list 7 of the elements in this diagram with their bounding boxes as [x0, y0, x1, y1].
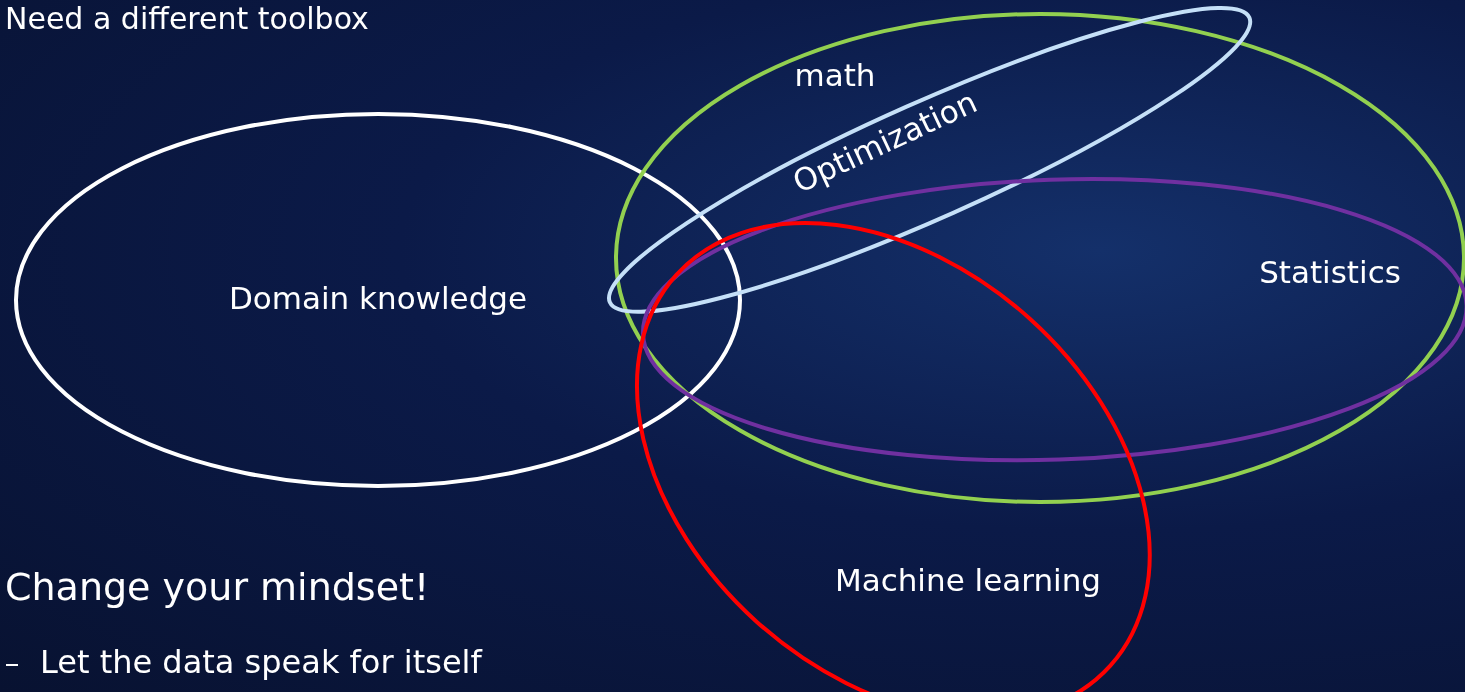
ellipse-label: Machine learning	[834, 564, 1102, 596]
bullet-text: Let the data speak for itself	[40, 645, 482, 681]
ellipse-label: Domain knowledge	[228, 282, 528, 314]
heading-text: Change your mindset!	[5, 567, 430, 609]
ellipse-label: math	[794, 59, 876, 91]
ellipse-label: Statistics	[1259, 256, 1401, 288]
heading-text: Need a different toolbox	[5, 2, 369, 35]
